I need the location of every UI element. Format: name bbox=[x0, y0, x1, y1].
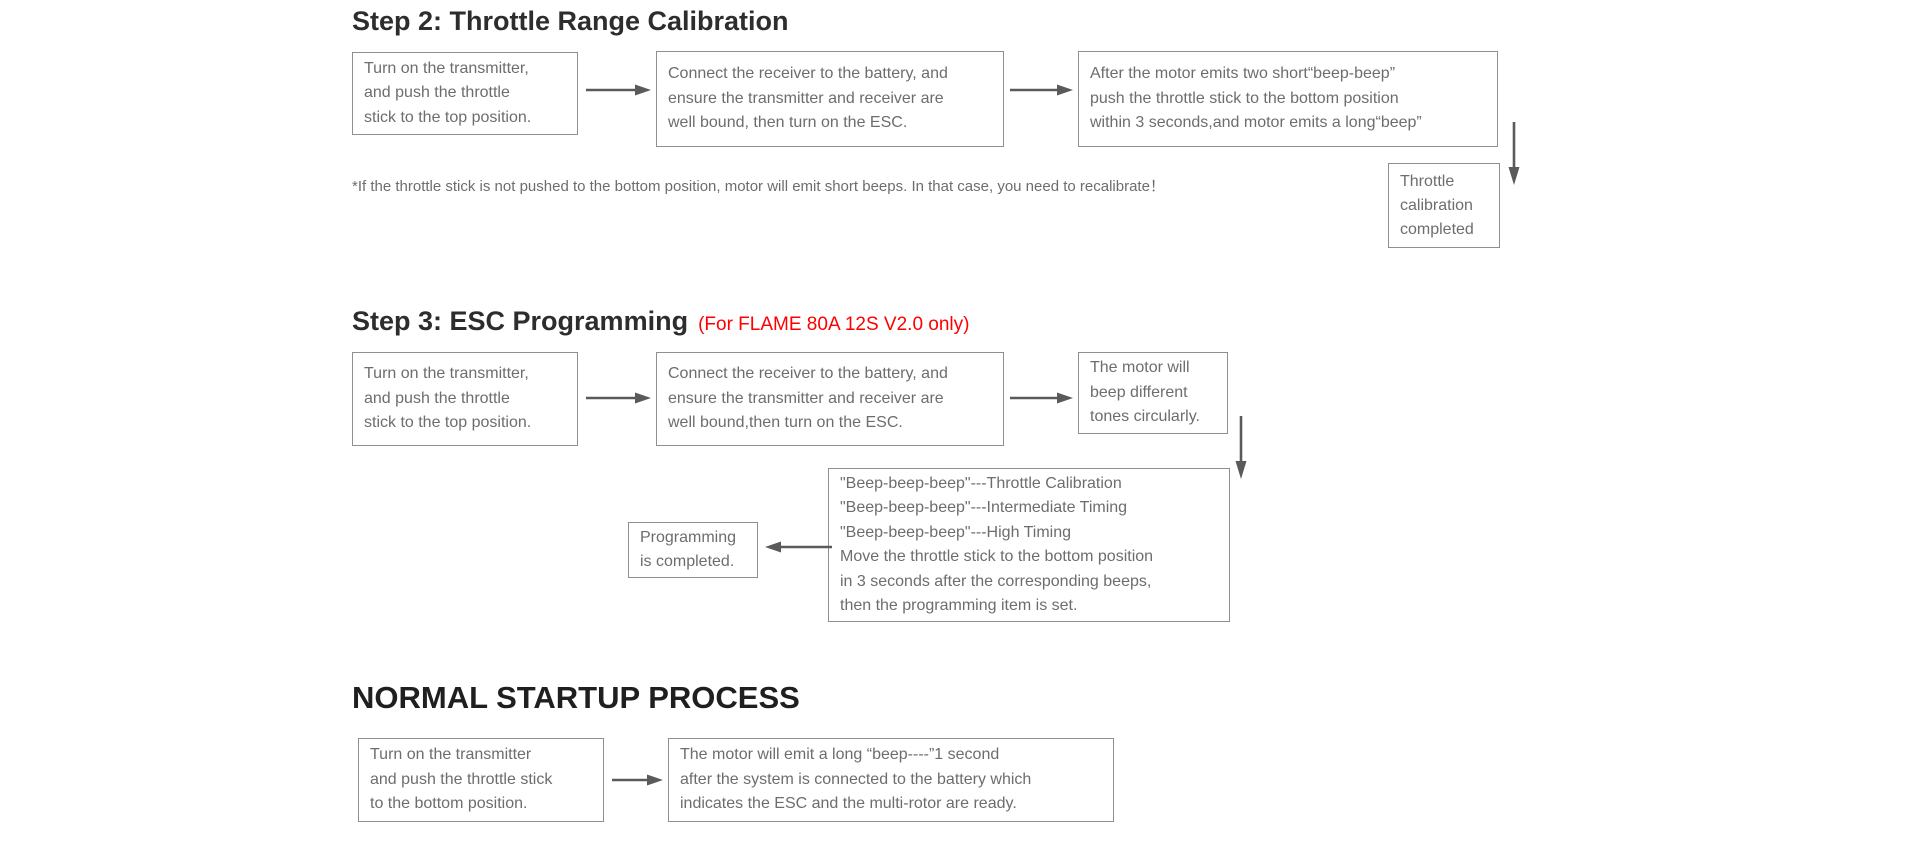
normal-startup-title-text: NORMAL STARTUP PROCESS bbox=[352, 680, 800, 715]
step2-box-connect-receiver: Connect the receiver to the battery, and… bbox=[656, 51, 1004, 147]
step2-title: Step 2: Throttle Range Calibration bbox=[352, 6, 789, 37]
normal-box-transmitter-on: Turn on the transmitter and push the thr… bbox=[358, 738, 604, 822]
step3-title-red-note: (For FLAME 80A 12S V2.0 only) bbox=[698, 314, 970, 335]
step3-box-beep-codes-text: "Beep-beep-beep"---Throttle Calibration … bbox=[840, 474, 1154, 615]
arrow-down-icon bbox=[1233, 416, 1249, 480]
arrow-left-icon bbox=[762, 539, 832, 555]
step2-box-transmitter-on: Turn on the transmitter, and push the th… bbox=[352, 52, 578, 135]
normal-box-motor-ready-text: The motor will emit a long “beep----”1 s… bbox=[680, 746, 1032, 813]
step3-box-transmitter-on: Turn on the transmitter, and push the th… bbox=[352, 352, 578, 446]
normal-box-motor-ready: The motor will emit a long “beep----”1 s… bbox=[668, 738, 1114, 822]
step3-box-beep-tones: The motor will beep different tones circ… bbox=[1078, 352, 1228, 434]
step3-box-connect-receiver-text: Connect the receiver to the battery, and… bbox=[668, 365, 948, 432]
arrow-right-icon bbox=[586, 82, 652, 98]
arrow-down-icon bbox=[1506, 122, 1522, 186]
step2-box-push-bottom-text: After the motor emits two short“beep-bee… bbox=[1090, 65, 1422, 132]
step2-box-connect-receiver-text: Connect the receiver to the battery, and… bbox=[668, 65, 948, 132]
step3-box-programming-completed-text: Programming is completed. bbox=[640, 529, 737, 570]
step3-box-connect-receiver: Connect the receiver to the battery, and… bbox=[656, 352, 1004, 446]
step3-box-transmitter-on-text: Turn on the transmitter, and push the th… bbox=[364, 365, 532, 432]
step3-title-text: Step 3: ESC Programming bbox=[352, 306, 689, 336]
arrow-right-icon bbox=[586, 390, 652, 406]
arrow-right-icon bbox=[1010, 390, 1074, 406]
normal-box-transmitter-on-text: Turn on the transmitter and push the thr… bbox=[370, 746, 553, 813]
step2-box-calibration-completed-text: Throttle calibration completed bbox=[1400, 172, 1474, 238]
step3-box-beep-codes: "Beep-beep-beep"---Throttle Calibration … bbox=[828, 468, 1230, 622]
arrow-right-icon bbox=[612, 772, 664, 788]
step3-box-beep-tones-text: The motor will beep different tones circ… bbox=[1090, 359, 1200, 426]
step2-box-transmitter-on-text: Turn on the transmitter, and push the th… bbox=[364, 59, 532, 126]
arrow-right-icon bbox=[1010, 82, 1074, 98]
step2-recalibrate-note: *If the throttle stick is not pushed to … bbox=[352, 178, 1165, 195]
step2-title-text: Step 2: Throttle Range Calibration bbox=[352, 6, 789, 36]
normal-startup-title: NORMAL STARTUP PROCESS bbox=[352, 680, 800, 716]
step2-box-push-bottom: After the motor emits two short“beep-bee… bbox=[1078, 51, 1498, 147]
step3-box-programming-completed: Programming is completed. bbox=[628, 522, 758, 578]
step3-title: Step 3: ESC Programming (For FLAME 80A 1… bbox=[352, 306, 969, 337]
step2-box-calibration-completed: Throttle calibration completed bbox=[1388, 163, 1500, 248]
